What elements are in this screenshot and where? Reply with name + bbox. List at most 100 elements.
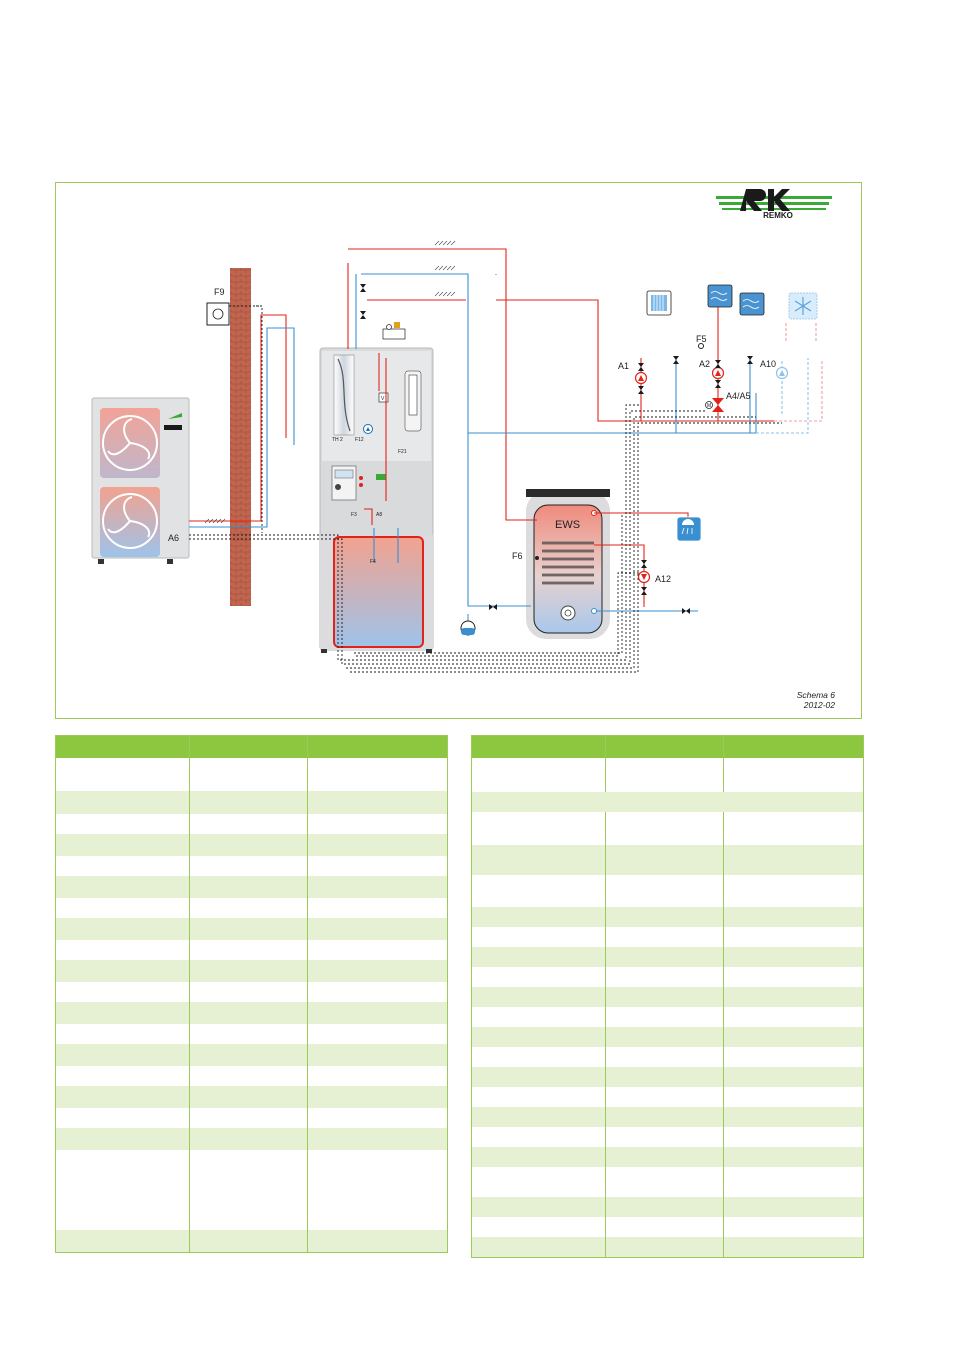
table-cell bbox=[605, 1027, 724, 1047]
table-cell bbox=[471, 845, 606, 875]
table-cell bbox=[723, 967, 864, 987]
table-cell bbox=[189, 960, 308, 982]
table-cell bbox=[189, 940, 308, 960]
table-cell bbox=[605, 1127, 724, 1147]
legend-table-left bbox=[55, 735, 448, 1253]
table-cell bbox=[55, 856, 190, 876]
table-cell bbox=[307, 1044, 448, 1066]
supply-lines bbox=[189, 248, 774, 607]
table-cell bbox=[189, 1230, 308, 1252]
table-cell bbox=[307, 940, 448, 960]
table-cell bbox=[605, 967, 724, 987]
table-cell bbox=[605, 812, 724, 845]
table-cell bbox=[723, 1047, 864, 1067]
table-cell bbox=[471, 1167, 606, 1197]
shutoff-valves bbox=[360, 284, 753, 614]
table-cell bbox=[723, 1067, 864, 1087]
remko-logo: REMKO bbox=[716, 189, 832, 220]
table-cell bbox=[605, 1167, 724, 1197]
expansion-vessel bbox=[460, 614, 476, 636]
table-row bbox=[471, 1127, 864, 1147]
table-row bbox=[55, 834, 448, 856]
table-cell bbox=[55, 876, 190, 898]
table-cell bbox=[55, 982, 190, 1002]
mixer-valve-a4a5 bbox=[705, 398, 724, 412]
table-row bbox=[471, 1167, 864, 1197]
label-f4: F4 bbox=[370, 559, 376, 565]
table-row bbox=[55, 1024, 448, 1044]
legend-left-body bbox=[55, 758, 448, 1252]
table-cell bbox=[605, 907, 724, 927]
table-cell bbox=[723, 1197, 864, 1217]
radiator-icon bbox=[646, 290, 672, 316]
table-cell bbox=[605, 1217, 724, 1237]
table-cell bbox=[723, 907, 864, 927]
table-cell bbox=[307, 1150, 448, 1230]
table-cell bbox=[55, 1150, 190, 1230]
table-row bbox=[471, 1087, 864, 1107]
table-cell bbox=[723, 1027, 864, 1047]
table-row bbox=[471, 1047, 864, 1067]
table-cell bbox=[55, 834, 190, 856]
pump-a2 bbox=[711, 366, 725, 380]
table-cell bbox=[307, 1230, 448, 1252]
table-cell bbox=[605, 1007, 724, 1027]
table-row bbox=[55, 1044, 448, 1066]
table-cell bbox=[723, 812, 864, 845]
table-cell bbox=[605, 1107, 724, 1127]
label-a4a5: A4/A5 bbox=[726, 391, 751, 401]
table-cell bbox=[189, 1086, 308, 1108]
table-row bbox=[55, 918, 448, 940]
table-cell bbox=[189, 758, 308, 791]
table-cell bbox=[55, 940, 190, 960]
table-row bbox=[471, 907, 864, 927]
table-row bbox=[55, 1150, 448, 1230]
schema-date: 2012-02 bbox=[803, 700, 835, 710]
legend-right-body bbox=[471, 758, 864, 1257]
table-cell bbox=[189, 1128, 308, 1150]
label-a8: A8 bbox=[376, 512, 382, 518]
table-cell bbox=[471, 1217, 606, 1237]
table-cell bbox=[471, 758, 606, 792]
label-f3: F3 bbox=[351, 512, 357, 518]
table-cell bbox=[605, 927, 724, 947]
table-row bbox=[471, 758, 864, 792]
table-row bbox=[55, 1108, 448, 1128]
table-cell bbox=[55, 758, 190, 791]
table-cell bbox=[723, 1217, 864, 1237]
table-cell bbox=[471, 1197, 606, 1217]
table-cell bbox=[605, 1237, 724, 1257]
table-row bbox=[471, 947, 864, 967]
table-cell bbox=[307, 814, 448, 834]
table-cell bbox=[471, 967, 606, 987]
table-cell bbox=[723, 947, 864, 967]
table-row bbox=[55, 856, 448, 876]
table-cell bbox=[471, 907, 606, 927]
wall-heating-icon bbox=[739, 292, 765, 316]
table-cell bbox=[307, 1024, 448, 1044]
brick-wall bbox=[230, 268, 251, 606]
table-cell bbox=[307, 1108, 448, 1128]
pump-a10 bbox=[775, 366, 789, 380]
pump-a1 bbox=[634, 371, 648, 385]
table-cell bbox=[307, 1086, 448, 1108]
table-cell bbox=[605, 947, 724, 967]
legend-table-right bbox=[471, 735, 864, 1258]
table-row bbox=[471, 845, 864, 875]
table-row bbox=[471, 1007, 864, 1027]
hydraulic-diagram: REMKO bbox=[55, 182, 862, 719]
label-f21: F21 bbox=[398, 449, 407, 455]
table-row bbox=[471, 812, 864, 845]
table-row bbox=[471, 1197, 864, 1217]
table-cell bbox=[189, 1108, 308, 1128]
table-cell bbox=[723, 927, 864, 947]
label-a6: A6 bbox=[168, 533, 179, 543]
table-row bbox=[55, 1002, 448, 1024]
table-row bbox=[471, 1027, 864, 1047]
label-f5: F5 bbox=[696, 334, 707, 344]
table-cell bbox=[723, 1007, 864, 1027]
table-cell bbox=[189, 791, 308, 814]
table-cell bbox=[471, 1237, 606, 1257]
table-cell bbox=[605, 1087, 724, 1107]
pump-a12 bbox=[637, 570, 651, 584]
